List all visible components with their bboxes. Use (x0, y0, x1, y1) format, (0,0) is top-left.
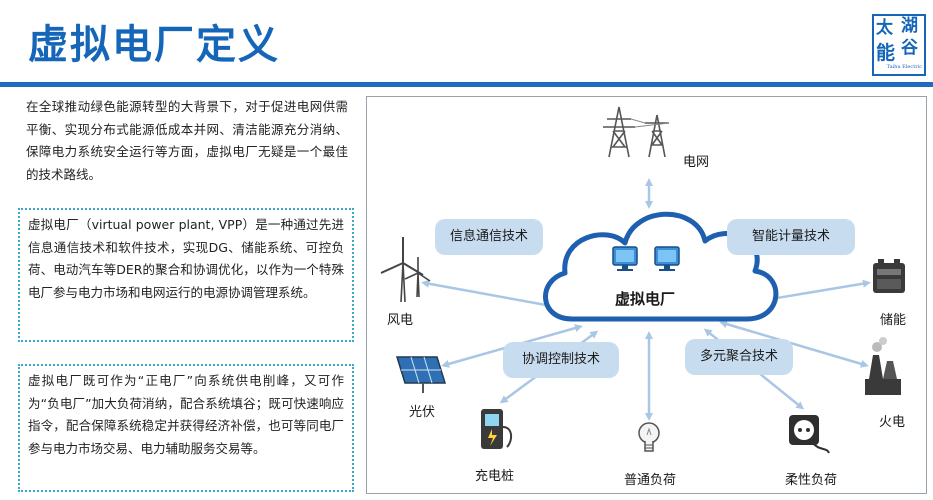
monitor-icon (612, 246, 638, 271)
light-bulb-icon (638, 422, 660, 452)
charging-station-icon (481, 409, 513, 449)
tech-multi-aggregation: 多元聚合技术 (685, 339, 793, 375)
logo-char: 能 (876, 42, 896, 64)
node-wind-label: 风电 (387, 313, 414, 328)
logo-char: 太 (876, 18, 893, 38)
node-storage-label: 储能 (880, 313, 907, 328)
logo-char: 湖 (901, 16, 918, 36)
page-title: 虚拟电厂定义 (28, 22, 280, 68)
role-box: 虚拟电厂既可作为“正电厂”向系统供电削峰，又可作为“负电厂”加大负荷消纳，配合系… (18, 364, 354, 492)
company-logo: 太 湖 能 谷 Taihu Electric (872, 14, 926, 76)
transmission-tower-icon (603, 106, 670, 158)
tech-coordinated-control: 协调控制技术 (503, 342, 619, 378)
node-thermal-label: 火电 (879, 415, 906, 430)
vpp-diagram: 信息通信技术 智能计量技术 协调控制技术 多元聚合技术 虚拟电厂 电网 风电 储… (366, 96, 927, 494)
arrow-wind (421, 279, 561, 311)
diagram-graphics (380, 106, 905, 454)
wind-turbine-icon (380, 237, 431, 303)
power-socket-icon (789, 415, 830, 454)
title-divider (0, 82, 933, 87)
cloud-shape (543, 211, 779, 322)
logo-subtitle: Taihu Electric (886, 64, 922, 70)
definition-paragraph: 虚拟电厂（virtual power plant, VPP）是一种通过先进信息通… (28, 217, 344, 300)
node-charging-label: 充电桩 (475, 469, 515, 484)
battery-icon (873, 259, 905, 293)
solar-panel-icon (395, 356, 447, 393)
role-paragraph: 虚拟电厂既可作为“正电厂”向系统供电削峰，又可作为“负电厂”加大负荷消纳，配合系… (28, 373, 344, 456)
monitor-icon (654, 246, 680, 271)
definition-box: 虚拟电厂（virtual power plant, VPP）是一种通过先进信息通… (18, 208, 354, 342)
node-flexible-load-label: 柔性负荷 (785, 473, 838, 488)
intro-paragraph: 在全球推动绿色能源转型的大背景下，对于促进电网供需平衡、实现分布式能源低成本并网… (26, 99, 348, 182)
tech-info-communication: 信息通信技术 (435, 219, 543, 255)
node-common-load-label: 普通负荷 (624, 473, 677, 488)
node-grid-label: 电网 (683, 155, 710, 170)
tech-smart-metering: 智能计量技术 (727, 219, 855, 255)
node-pv-label: 光伏 (409, 405, 436, 420)
power-plant-icon (865, 337, 901, 395)
vpp-center-label: 虚拟电厂 (615, 290, 676, 308)
logo-char: 谷 (901, 38, 918, 58)
